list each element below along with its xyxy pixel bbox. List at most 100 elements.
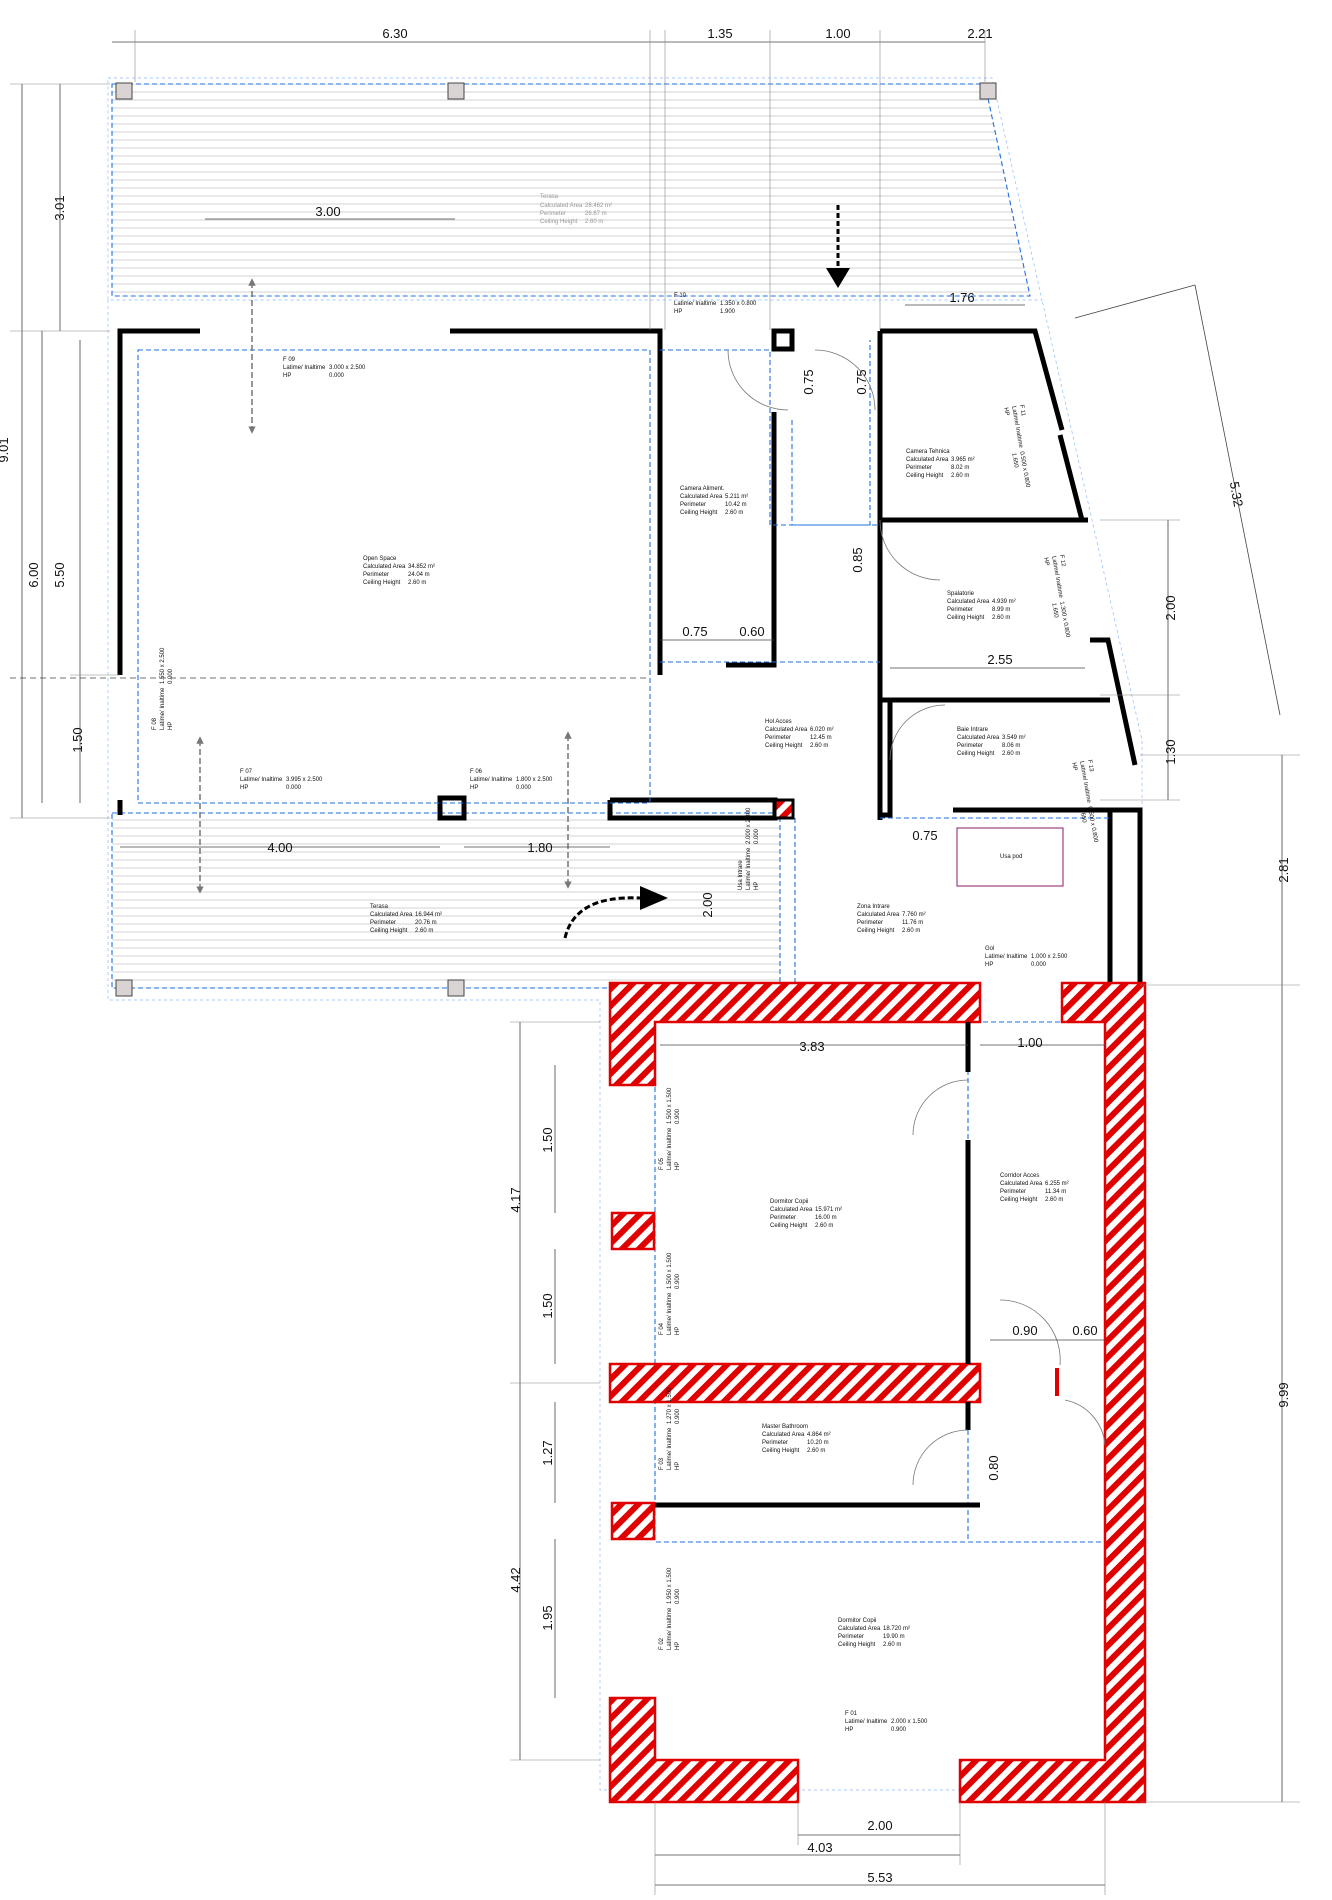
dim-left-1: 3.01 — [52, 195, 67, 220]
opening-hp-label: HP — [675, 1327, 681, 1335]
room-perimeter: 11.76 m — [902, 920, 923, 926]
room-ceiling: 2.60 m — [1002, 751, 1020, 757]
opening-id: F 13 — [1086, 759, 1094, 773]
dim-right-4: 2.81 — [1276, 857, 1291, 882]
room-area-label: Calculated Area — [762, 1432, 805, 1438]
opening-hp: 1.650 — [1078, 807, 1087, 823]
room-ceiling: 2.60 m — [992, 615, 1010, 621]
room-perimeter-label: Perimeter — [857, 920, 883, 926]
opening-hp: 0.900 — [675, 1108, 681, 1124]
dim-spalatorie-width: 2.55 — [987, 652, 1012, 667]
opening-id: Gol — [985, 946, 994, 952]
dim-bathroom-door: 0.80 — [986, 1455, 1001, 1480]
room-area-label: Calculated Area — [857, 912, 900, 918]
opening-hp-label: HP — [675, 1162, 681, 1170]
opening-size-label: Latime/ Inaltime — [845, 1719, 888, 1725]
opening-size-label: Latime/ Inaltime — [667, 1607, 673, 1650]
room-ceiling: 2.60 m — [1045, 1197, 1063, 1203]
opening-id: F 06 — [470, 769, 483, 775]
opening-size-label: Latime/ Inaltime — [667, 1127, 673, 1170]
room-area-label: Calculated Area — [1000, 1181, 1043, 1187]
opening-size: 3.995 x 2.500 — [286, 777, 323, 783]
opening-size: 1.500 x 1.500 — [667, 1252, 673, 1289]
dim-corridor-door-a: 0.90 — [1012, 1323, 1037, 1338]
room-area: 6.255 m² — [1045, 1181, 1069, 1187]
room-name: Master Bathroom — [762, 1424, 808, 1430]
room-ceiling: 2.60 m — [725, 510, 743, 516]
room-area-label: Calculated Area — [838, 1626, 881, 1632]
room-perimeter-label: Perimeter — [947, 607, 973, 613]
room-perimeter: 24.04 m — [408, 572, 430, 578]
room-perimeter: 8.02 m — [951, 465, 969, 471]
room-name: Spalatorie — [947, 591, 975, 597]
dim-right-3: 1.30 — [1163, 739, 1178, 764]
room-ceiling: 2.60 m — [902, 928, 920, 934]
room-ceiling: 2.60 m — [415, 928, 433, 934]
room-perimeter-label: Perimeter — [957, 743, 983, 749]
room-name: Camera Aliment. — [680, 486, 725, 492]
dim-left-2: 6.00 — [26, 562, 41, 587]
room-name: Terasa — [370, 904, 389, 910]
room-name: Open Space — [363, 556, 397, 562]
room-name: Dormitor Copii — [770, 1199, 808, 1205]
room-area-label: Calculated Area — [765, 727, 808, 733]
door-swings — [727, 349, 1106, 1486]
opening-hp-label: HP — [1042, 557, 1049, 566]
room-perimeter-label: Perimeter — [906, 465, 932, 471]
room-area: 15.971 m² — [815, 1207, 842, 1213]
dim-terrace-height: 2.00 — [700, 892, 715, 917]
dim-kitchen-door-a: 0.75 — [801, 369, 816, 394]
opening-size-label: Latime/ Inaltime — [470, 777, 513, 783]
opening-id: F 01 — [845, 1711, 858, 1717]
dim-spalatorie-door: 0.85 — [850, 547, 865, 572]
dim-bedroom-width: 3.83 — [799, 1039, 824, 1054]
room-ceiling-label: Ceiling Height — [1000, 1197, 1038, 1203]
room-name: Camera Tehnica — [906, 449, 950, 455]
opening-size-label: Latime/ Inaltime — [667, 1427, 673, 1470]
opening-hp-label: HP — [168, 722, 174, 730]
room-perimeter-label: Perimeter — [770, 1215, 796, 1221]
room-name: Zona Intrare — [857, 904, 890, 910]
dim-south-left-3: 1.50 — [540, 1293, 555, 1318]
dim-top-2: 1.35 — [707, 26, 732, 41]
opening-hp: 0.000 — [286, 785, 302, 791]
opening-hp-label: HP — [985, 962, 993, 968]
room-ceiling-label: Ceiling Height — [906, 473, 944, 479]
opening-size: 0.500 x 0.800 — [1018, 451, 1030, 489]
opening-hp-label: HP — [675, 1462, 681, 1470]
opening-hp: 1.650 — [1050, 602, 1059, 618]
room-ceiling-label: Ceiling Height — [857, 928, 895, 934]
opening-hp: 0.900 — [675, 1588, 681, 1604]
opening-hp-label: HP — [754, 882, 760, 890]
opening-hp-label: HP — [675, 1642, 681, 1650]
opening-id: Usa Intrare — [738, 860, 744, 890]
dim-bottom-3: 5.53 — [867, 1870, 892, 1885]
dim-south-terrace-b: 1.80 — [527, 840, 552, 855]
opening-size: 1.350 x 0.800 — [720, 301, 757, 307]
dim-bath-door: 0.75 — [912, 828, 937, 843]
dim-right-2: 2.00 — [1163, 595, 1178, 620]
room-area-label: Calculated Area — [363, 564, 406, 570]
dim-right-5: 9.99 — [1276, 1382, 1291, 1407]
opening-hp: 0.900 — [675, 1408, 681, 1424]
dim-bottom-2: 4.03 — [807, 1840, 832, 1855]
opening-id: F 05 — [659, 1157, 665, 1170]
columns — [115, 82, 997, 997]
room-perimeter: 16.00 m — [815, 1215, 837, 1221]
opening-size: 2.000 x 1.500 — [891, 1719, 928, 1725]
room-ceiling-label: Ceiling Height — [770, 1223, 808, 1229]
room-perimeter: 12.45 m — [810, 735, 832, 741]
